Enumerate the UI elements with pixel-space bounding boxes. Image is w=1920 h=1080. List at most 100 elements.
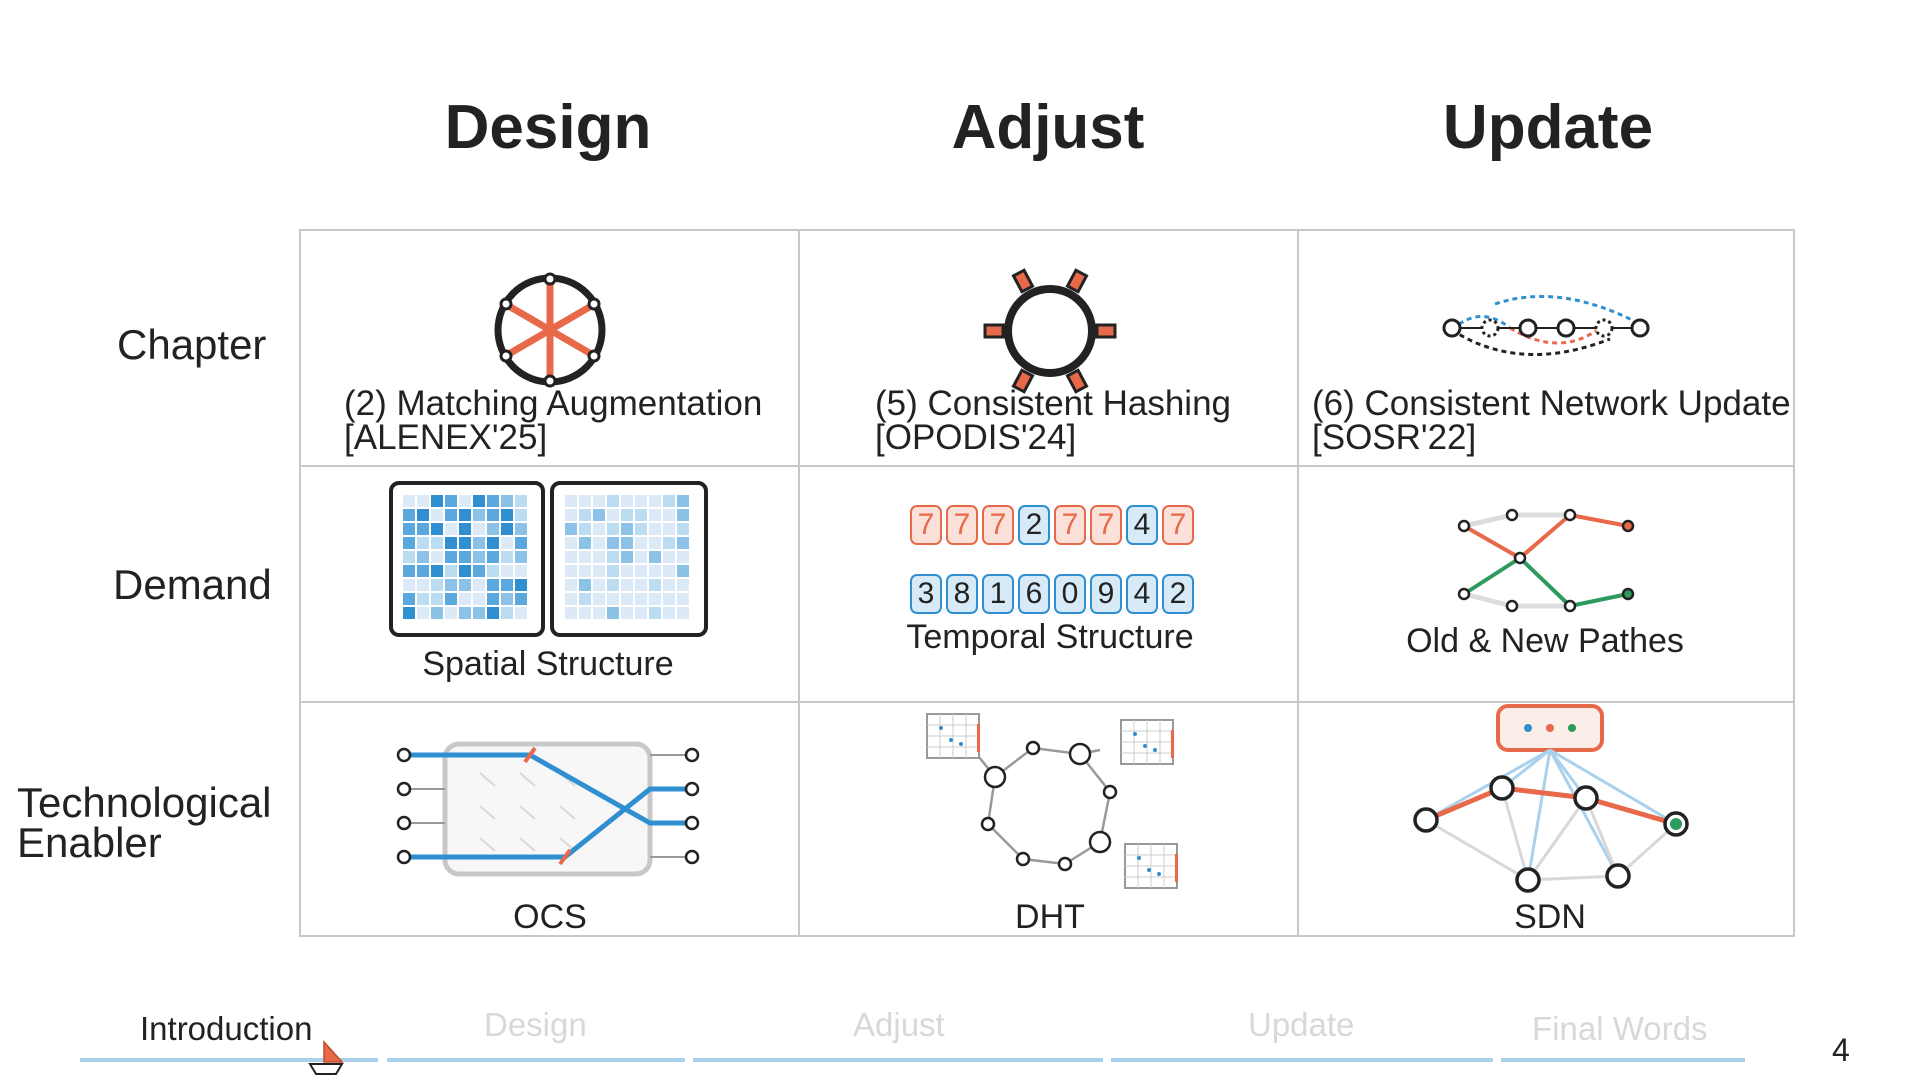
- matrix-cell: [515, 537, 527, 549]
- sequence-top-item: 7: [946, 505, 978, 545]
- sequence-bottom-item: 3: [910, 574, 942, 614]
- matrix-cell: [565, 537, 577, 549]
- sequence-top-item: 7: [1054, 505, 1086, 545]
- matrix-cell: [621, 593, 633, 605]
- matrix-cell: [635, 551, 647, 563]
- row-header-enabler-line2: Enabler: [17, 819, 162, 866]
- matrix-cell: [607, 551, 619, 563]
- matrix-cell: [607, 523, 619, 535]
- matrix-cell: [565, 593, 577, 605]
- matrix-cell: [487, 523, 499, 535]
- matrix-cell: [445, 495, 457, 507]
- demand-adjust-caption: Temporal Structure: [906, 618, 1194, 656]
- matrix-cell: [487, 593, 499, 605]
- progress-bar-introduction: [80, 1058, 378, 1062]
- chapter-update-venue: [SOSR'22]: [1312, 418, 1477, 457]
- sequence-bottom-item: 0: [1054, 574, 1086, 614]
- sequence-top-item: 7: [1090, 505, 1122, 545]
- nav-final-words[interactable]: Final Words: [1532, 1010, 1708, 1047]
- matrix-cell: [677, 579, 689, 591]
- matrix-cell: [579, 565, 591, 577]
- matrix-cell: [515, 593, 527, 605]
- matrix-cell: [417, 523, 429, 535]
- overview-grid: [299, 229, 1795, 937]
- matrix-cell: [607, 579, 619, 591]
- matrix-cell: [403, 523, 415, 535]
- grid-divider: [301, 701, 1793, 703]
- matrix-cell: [487, 607, 499, 619]
- sequence-bottom-item: 1: [982, 574, 1014, 614]
- matrix-cell: [635, 593, 647, 605]
- matrix-cell: [487, 537, 499, 549]
- matrix-cell: [621, 607, 633, 619]
- matrix-cell: [649, 523, 661, 535]
- dht-ring-figure: [926, 713, 1178, 889]
- matrix-cell: [431, 523, 443, 535]
- nav-design[interactable]: Design: [484, 1006, 587, 1043]
- matrix-cell: [515, 509, 527, 521]
- matrix-cell: [431, 565, 443, 577]
- network-update-icon: [1442, 295, 1650, 356]
- grid-divider: [1297, 231, 1299, 935]
- demand-update-caption: Old & New Pathes: [1406, 622, 1684, 660]
- matrix-cell: [403, 607, 415, 619]
- matrix-cell: [487, 551, 499, 563]
- matrix-cell: [487, 495, 499, 507]
- column-header-update: Update: [1442, 93, 1654, 162]
- matrix-cell: [649, 537, 661, 549]
- chapter-adjust-venue: [OPODIS'24]: [875, 418, 1077, 457]
- progress-bar-update: [1111, 1058, 1493, 1062]
- matrix-cell: [621, 523, 633, 535]
- matrix-cell: [593, 593, 605, 605]
- matrix-cell: [501, 509, 513, 521]
- matrix-cell: [431, 537, 443, 549]
- matrix-cell: [403, 509, 415, 521]
- matrix-cell: [607, 607, 619, 619]
- matrix-cell: [445, 509, 457, 521]
- matrix-cell: [445, 551, 457, 563]
- matrix-cell: [445, 579, 457, 591]
- matrix-cell: [431, 593, 443, 605]
- ocs-switch-figure: [396, 741, 700, 877]
- matrix-cell: [459, 565, 471, 577]
- grid-divider: [301, 465, 1793, 467]
- column-header-adjust: Adjust: [951, 93, 1145, 162]
- matrix-cell: [515, 579, 527, 591]
- matrix-cell: [593, 551, 605, 563]
- matrix-cell: [677, 509, 689, 521]
- matrix-cell: [649, 579, 661, 591]
- matrix-cell: [473, 537, 485, 549]
- enabler-adjust-caption: DHT: [1015, 898, 1085, 936]
- matrix-cell: [649, 509, 661, 521]
- matrix-cell: [607, 593, 619, 605]
- chapter-update-title: (6) Consistent Network Update: [1312, 384, 1791, 423]
- matrix-cell: [445, 565, 457, 577]
- matrix-cell: [501, 607, 513, 619]
- matrix-cell: [663, 565, 675, 577]
- matrix-cell: [607, 565, 619, 577]
- row-header-chapter: Chapter: [117, 321, 267, 368]
- matrix-cell: [579, 579, 591, 591]
- matrix-cell: [579, 607, 591, 619]
- grid-divider: [798, 231, 800, 935]
- matrix-cell: [473, 509, 485, 521]
- matrix-cell: [593, 565, 605, 577]
- matrix-cell: [403, 593, 415, 605]
- matrix-right: [565, 495, 689, 619]
- matrix-cell: [649, 607, 661, 619]
- chapter-adjust-title: (5) Consistent Hashing: [875, 384, 1231, 423]
- nav-adjust[interactable]: Adjust: [853, 1006, 945, 1043]
- nav-update[interactable]: Update: [1248, 1006, 1355, 1043]
- matrix-cell: [403, 579, 415, 591]
- matrix-cell: [635, 495, 647, 507]
- nav-introduction[interactable]: Introduction: [140, 1010, 313, 1047]
- matrix-cell: [501, 523, 513, 535]
- sequence-top-item: 7: [1162, 505, 1194, 545]
- matrix-cell: [459, 593, 471, 605]
- matrix-cell: [501, 495, 513, 507]
- matrix-cell: [403, 565, 415, 577]
- matrix-cell: [677, 523, 689, 535]
- matrix-cell: [501, 593, 513, 605]
- matrix-cell: [417, 551, 429, 563]
- matrix-cell: [621, 509, 633, 521]
